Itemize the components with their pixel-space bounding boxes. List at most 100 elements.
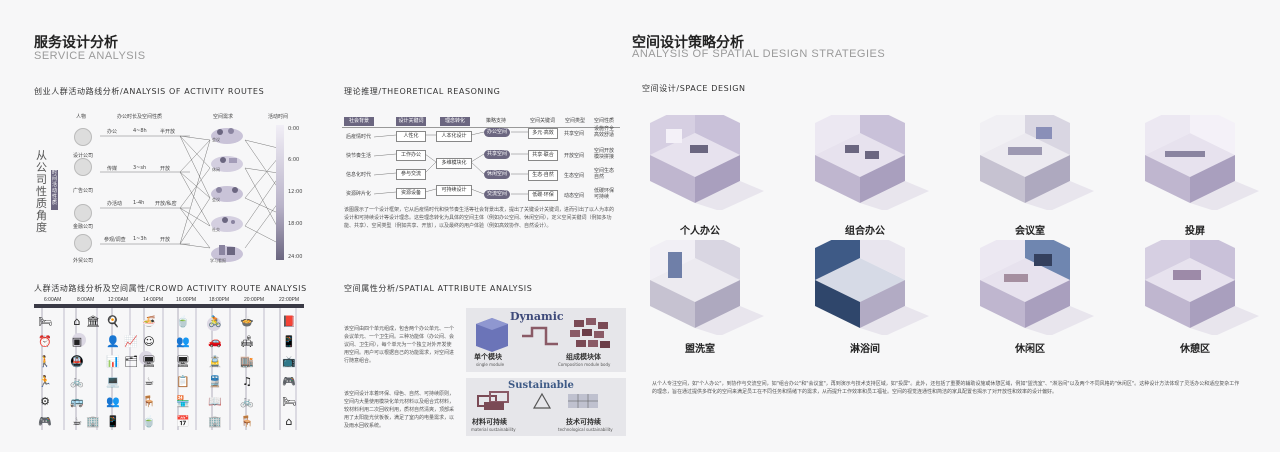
dynamic-modules-graphic xyxy=(476,318,610,352)
strategy-pill: 共享空间 xyxy=(484,150,510,159)
space-type: 开放空间 xyxy=(564,153,585,159)
col-time: 活动时间 xyxy=(268,114,289,120)
calendar-icon: 📅 xyxy=(176,415,190,428)
crowd-time: 22:00PM xyxy=(279,297,300,303)
strategy-pill: 办公空间 xyxy=(484,128,510,137)
composition-en: Composition module body xyxy=(558,362,611,367)
social-item: 快节奏生活 xyxy=(346,153,372,159)
space-keyword-box: 多元·高效 xyxy=(528,128,558,139)
space-vignettes xyxy=(211,128,243,262)
crowd-time: 14:00PM xyxy=(143,297,164,303)
crowd-time: 6:00AM xyxy=(44,297,62,303)
space-nature: 空间开放 模块拼接 xyxy=(594,148,615,160)
space-nature: 设施齐全 高效舒适 xyxy=(594,126,615,138)
crowd-route-lines xyxy=(41,308,297,430)
presentation-icon: 📊 xyxy=(106,355,120,368)
avatar xyxy=(74,204,92,222)
avatar xyxy=(74,158,92,176)
tea-icon: 🍵 xyxy=(176,315,190,328)
shop-icon: 🏬 xyxy=(240,355,254,368)
console-icon: 🎮 xyxy=(282,375,296,388)
board-icon: 📋 xyxy=(176,375,190,388)
material-cn: 材料可持续 xyxy=(472,418,507,426)
room-label: 休憩区 xyxy=(1180,344,1210,355)
time-tick: 12:00 xyxy=(288,189,303,195)
room-label: 休闲区 xyxy=(1015,344,1045,355)
attr-paragraph-2: 该空间设计本着环保、绿色、自然、可持续原则，空间内大量使用模块化单元材料以及组合… xyxy=(344,391,455,429)
single-module-en: single module xyxy=(476,362,505,367)
bike-icon: 🚲 xyxy=(70,375,84,388)
laptop-icon: 💻 xyxy=(106,375,120,388)
space-keyword-box: 共享·联合 xyxy=(528,150,558,161)
row4-duration: 1~3h xyxy=(133,236,147,242)
time-gradient-bar xyxy=(276,125,284,260)
cycling-icon: 🚴 xyxy=(208,315,222,328)
room-label: 投屏 xyxy=(1185,226,1205,237)
vertical-label: 从公司性质角度 xyxy=(36,149,47,234)
music-icon: ♫ xyxy=(242,375,252,388)
time-tick: 6:00 xyxy=(288,157,300,163)
car-icon: 🚗 xyxy=(208,335,222,348)
space-type: 动态空间 xyxy=(564,193,585,199)
theory-paragraph: 该图展示了一个设计框架，它从后疫情时代和快节奏生活等社会背景出发，提出了关键设计… xyxy=(344,207,615,229)
room-illustration xyxy=(815,240,929,335)
meeting-icon: 👥 xyxy=(176,335,190,348)
time-tick: 0:00 xyxy=(288,126,300,132)
row3-nature: 开放/私密 xyxy=(155,201,177,207)
crowd-time: 20:00PM xyxy=(244,297,265,303)
team-icon: 👥 xyxy=(106,395,120,408)
row3-activity: 办活动 xyxy=(107,201,123,207)
phone-icon: 📱 xyxy=(106,415,120,428)
room-illustration xyxy=(1145,240,1259,335)
attr-heading: 空间属性分析/SPATIAL ATTRIBUTE ANALYSIS xyxy=(344,284,533,293)
theory-col-header: 设计关键词 xyxy=(396,117,426,126)
room-label: 会议室 xyxy=(1015,226,1045,237)
room-illustration xyxy=(650,240,764,335)
cup-icon: ☕ xyxy=(144,375,154,388)
left-title-en: SERVICE ANALYSIS xyxy=(34,50,146,62)
chair-icon: 🪑 xyxy=(142,395,156,408)
person-icon: 👤 xyxy=(106,335,120,348)
idea-box: 可持续设计 xyxy=(436,185,472,196)
row3-duration: 1-4h xyxy=(133,200,145,206)
bowl-icon: 🍜 xyxy=(142,315,156,328)
room-label: 个人办公 xyxy=(680,226,720,237)
metro-icon: 🚇 xyxy=(70,355,84,368)
reading-icon: 📖 xyxy=(208,395,222,408)
bike-icon: 🚲 xyxy=(240,395,254,408)
space-label: 会议 xyxy=(212,137,220,142)
building-icon: 🏢 xyxy=(86,415,100,428)
space-keyword-box: 生态·自然 xyxy=(528,170,558,181)
time-tick: 18:00 xyxy=(288,221,303,227)
mug-icon: 🍵 xyxy=(142,415,156,428)
material-en: material sustainability xyxy=(471,427,516,432)
bed-icon: 🛏 xyxy=(282,395,296,408)
bus-icon: 🚌 xyxy=(70,395,84,408)
room-label: 淋浴间 xyxy=(850,344,880,355)
sustainable-graphic xyxy=(477,391,598,410)
crowd-timeline-bar xyxy=(34,304,304,308)
room-illustration xyxy=(1145,115,1259,210)
theory-col-header: 社会背景 xyxy=(344,117,374,126)
left-title-cn: 服务设计分析 xyxy=(34,35,118,51)
room-illustration xyxy=(650,115,764,210)
alarm-icon: ⏰ xyxy=(38,335,52,348)
pc-icon: 🖥 xyxy=(176,355,190,368)
theory-divider xyxy=(342,127,620,128)
keyword-box: 参与交流 xyxy=(396,169,426,180)
crowd-time: 12:00AM xyxy=(108,297,129,303)
room-illustration xyxy=(980,240,1094,335)
dinner-icon: 🍲 xyxy=(240,315,254,328)
idea-box: 人本化设计 xyxy=(436,131,472,142)
game-icon: 🎮 xyxy=(38,415,52,428)
theory-col-header: 空间性质 xyxy=(594,118,615,124)
screen-icon: 🖥 xyxy=(142,355,156,368)
run-icon: 🏃 xyxy=(38,375,52,388)
food-icon: 🍳 xyxy=(106,315,120,328)
row4-nature: 开放 xyxy=(160,237,171,243)
desk-icon: 🗂 xyxy=(124,355,138,368)
bank-icon: 🏛 xyxy=(86,315,100,328)
office-icon: 🏢 xyxy=(208,415,222,428)
tv-icon: 📺 xyxy=(282,355,296,368)
chart-icon: 📈 xyxy=(124,335,138,348)
